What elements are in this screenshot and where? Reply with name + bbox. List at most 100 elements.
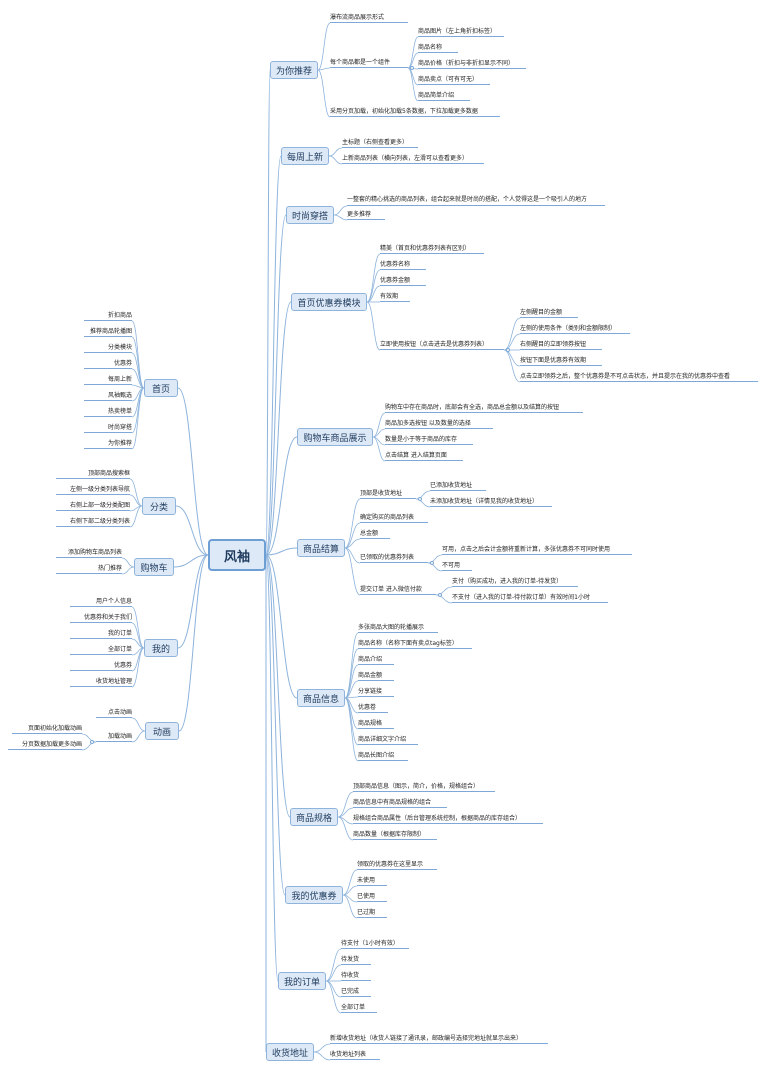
subtopic-l3b[interactable]: 热门推荐 [56, 564, 122, 574]
subtopic-l1h[interactable]: 时尚穿搭 [84, 423, 132, 433]
subtopic-r10a[interactable]: 待支付（1小时有效） [341, 939, 409, 949]
subtopic-l2b[interactable]: 左侧一级分类列表导航 [56, 485, 130, 495]
subtopic-r6a[interactable]: 顶部是收货地址 [360, 489, 416, 499]
subtopic-r1b5[interactable]: 商品简单介绍 [418, 91, 470, 101]
subtopic-r2a[interactable]: 主标题（右侧查看更多） [342, 138, 418, 148]
subtopic-l4d[interactable]: 全部订单 [70, 645, 132, 655]
subtopic-l2d[interactable]: 右侧下部二级分类列表 [56, 517, 130, 527]
subtopic-r5b[interactable]: 商品加多选按钮 以及数量的选择 [385, 419, 493, 429]
subtopic-l5b2[interactable]: 分页数据加载更多动画 [8, 740, 82, 750]
subtopic-r4a[interactable]: 精美（首页和优惠券列表有区别） [380, 244, 484, 254]
subtopic-r4e4[interactable]: 按钮下面是优惠券有效期 [520, 356, 602, 366]
subtopic-r6e[interactable]: 提交订单 进入微信付款 [360, 585, 436, 595]
subtopic-l4c[interactable]: 我的订单 [70, 629, 132, 639]
subtopic-l1e[interactable]: 每周上新 [84, 375, 132, 385]
subtopic-r8a[interactable]: 顶部商品信息（图示，简介，价格，规格组合） [353, 782, 495, 792]
collapse-toggle-r6a[interactable] [418, 497, 422, 501]
subtopic-r1b3[interactable]: 商品价格（折扣与非折扣显示不同） [418, 59, 526, 69]
subtopic-l2c[interactable]: 右侧上部一级分类配图 [56, 501, 130, 511]
subtopic-r6a2[interactable]: 未添加收货地址（详情见我的收货地址） [430, 497, 552, 507]
main-topic-r1[interactable]: 为你推荐 [270, 61, 318, 79]
subtopic-r7i[interactable]: 商品长图介绍 [358, 751, 408, 761]
subtopic-r8b[interactable]: 商品信息中有商品规格的组合 [353, 798, 447, 808]
subtopic-l4f[interactable]: 收货地址管理 [70, 677, 132, 687]
subtopic-r1b1[interactable]: 商品图片（左上角折扣标签） [418, 27, 504, 37]
main-topic-r8[interactable]: 商品规格 [290, 808, 338, 826]
collapse-toggle-r4e[interactable] [506, 348, 510, 352]
main-topic-l5[interactable]: 动画 [145, 722, 179, 740]
main-topic-l4[interactable]: 我的 [144, 639, 178, 657]
subtopic-r6e2[interactable]: 不支付（进入我的订单-待付款订单）有效时间1小时 [452, 593, 608, 603]
subtopic-r5a[interactable]: 购物车中存在商品时，底部会有全选，商品总金额以及结算的按钮 [385, 403, 583, 413]
subtopic-r7b[interactable]: 商品名称（名称下面有卖点tag标签） [358, 639, 472, 649]
subtopic-l1a[interactable]: 折扣商品 [84, 311, 132, 321]
subtopic-r9a[interactable]: 领取的优惠券在这里显示 [357, 860, 437, 870]
collapse-toggle-r6e[interactable] [438, 593, 442, 597]
subtopic-r6d2[interactable]: 不可用 [442, 561, 472, 571]
subtopic-l5b[interactable]: 加载动画 [96, 732, 132, 742]
subtopic-r8c[interactable]: 规格组合商品属性（后台管理系统控制，根据商品的库存组合） [353, 814, 543, 824]
subtopic-r1a[interactable]: 瀑布流商品展示形式 [330, 13, 408, 23]
subtopic-r4d[interactable]: 有效期 [380, 292, 410, 302]
subtopic-r7d[interactable]: 商品金额 [358, 671, 394, 681]
collapse-toggle-r1b[interactable] [410, 66, 414, 70]
main-topic-r9[interactable]: 我的优惠券 [285, 886, 343, 904]
collapse-toggle-l5b[interactable] [90, 740, 94, 744]
subtopic-r8d[interactable]: 商品数量（根据库存限制） [353, 830, 437, 840]
subtopic-r9c[interactable]: 已使用 [357, 892, 387, 902]
main-topic-r7[interactable]: 商品信息 [297, 689, 345, 707]
subtopic-r7g[interactable]: 商品规格 [358, 719, 394, 729]
subtopic-l1i[interactable]: 为你推荐 [84, 439, 132, 449]
subtopic-r10d[interactable]: 已完成 [341, 987, 371, 997]
subtopic-r7e[interactable]: 分享链接 [358, 687, 394, 697]
main-topic-r3[interactable]: 时尚穿搭 [286, 206, 334, 224]
subtopic-r2b[interactable]: 上新商品列表（横向列表，左滑可以查看更多） [342, 154, 484, 164]
main-topic-r2[interactable]: 每周上新 [281, 147, 329, 165]
subtopic-l1g[interactable]: 热卖榜单 [84, 407, 132, 417]
subtopic-l4e[interactable]: 优惠券 [70, 661, 132, 671]
subtopic-r4e3[interactable]: 右侧醒目的立即领券按钮 [520, 340, 602, 350]
main-topic-r5[interactable]: 购物车商品展示 [297, 428, 373, 446]
subtopic-r7a[interactable]: 多张商品大图的轮播展示 [358, 623, 438, 633]
subtopic-r7f[interactable]: 优惠卷 [358, 703, 388, 713]
subtopic-r4e1[interactable]: 左侧醒目的金额 [520, 308, 578, 318]
subtopic-l5b1[interactable]: 页面初始化加载动画 [12, 724, 82, 734]
subtopic-r1b2[interactable]: 商品名称 [418, 43, 458, 53]
subtopic-l1f[interactable]: 风袖甄选 [84, 391, 132, 401]
subtopic-r3a[interactable]: 一整套的精心挑选的商品列表，组合起来就是时尚的搭配，个人觉得这是一个吸引人的地方 [347, 184, 605, 206]
subtopic-l5a[interactable]: 点击动画 [96, 708, 132, 718]
collapse-toggle-r6d[interactable] [430, 561, 434, 565]
subtopic-l4a[interactable]: 用户个人信息 [70, 597, 132, 607]
main-topic-l3[interactable]: 购物车 [134, 558, 174, 576]
subtopic-r9d[interactable]: 已过期 [357, 908, 387, 918]
main-topic-r10[interactable]: 我的订单 [278, 972, 326, 990]
subtopic-r10c[interactable]: 待收货 [341, 971, 371, 981]
subtopic-r11b[interactable]: 收货地址列表 [330, 1050, 380, 1060]
subtopic-r4b[interactable]: 优惠券名称 [380, 260, 426, 270]
subtopic-r11a[interactable]: 新增收货地址（收货人链接了通讯录，邮政编号选择完地址就显示出来） [330, 1034, 548, 1044]
subtopic-l4b[interactable]: 优惠券和关于我们 [70, 613, 132, 623]
subtopic-l2a[interactable]: 顶部商品搜索框 [56, 469, 130, 479]
subtopic-r6d1[interactable]: 可用，点击之后会计金额将重新计算，多张优惠券不可同时使用 [442, 545, 632, 555]
subtopic-r3b[interactable]: 更多推荐 [347, 210, 385, 220]
main-topic-r4[interactable]: 首页优惠券模块 [291, 293, 367, 311]
subtopic-r6c[interactable]: 总金额 [360, 529, 390, 539]
subtopic-r1c[interactable]: 采用分页加载，初始化加载5条数据，下拉加载更多数据 [330, 107, 500, 117]
subtopic-l1d[interactable]: 优惠券 [84, 359, 132, 369]
main-topic-r11[interactable]: 收货地址 [266, 1043, 314, 1061]
subtopic-l1b[interactable]: 推荐商品轮播图 [84, 327, 132, 337]
subtopic-r4c[interactable]: 优惠券金额 [380, 276, 426, 286]
subtopic-r7h[interactable]: 商品详细文字介绍 [358, 735, 418, 745]
main-topic-r6[interactable]: 商品结算 [297, 539, 345, 557]
subtopic-r5d[interactable]: 点击结算 进入结算页面 [385, 451, 463, 461]
subtopic-r5c[interactable]: 数量是小于等于商品的库存 [385, 435, 473, 445]
subtopic-r4e5[interactable]: 点击立即领券之后，整个优惠券是不可点击状态，并且提示在我的优惠券中查看 [520, 372, 758, 382]
subtopic-l3a[interactable]: 添加购物车商品列表 [56, 548, 122, 558]
subtopic-r4e[interactable]: 立即使用按钮（点击进去是优惠券列表） [380, 340, 504, 350]
main-topic-l2[interactable]: 分类 [142, 497, 176, 515]
subtopic-r1b4[interactable]: 商品卖点（可有可无） [418, 75, 490, 85]
subtopic-l1c[interactable]: 分类模块 [84, 343, 132, 353]
subtopic-r1b[interactable]: 每个商品都是一个组件 [330, 58, 408, 68]
subtopic-r6d[interactable]: 已领取的优惠券列表 [360, 553, 428, 563]
subtopic-r6e1[interactable]: 支付（购买成功，进入我的订单-待发货） [452, 577, 578, 587]
